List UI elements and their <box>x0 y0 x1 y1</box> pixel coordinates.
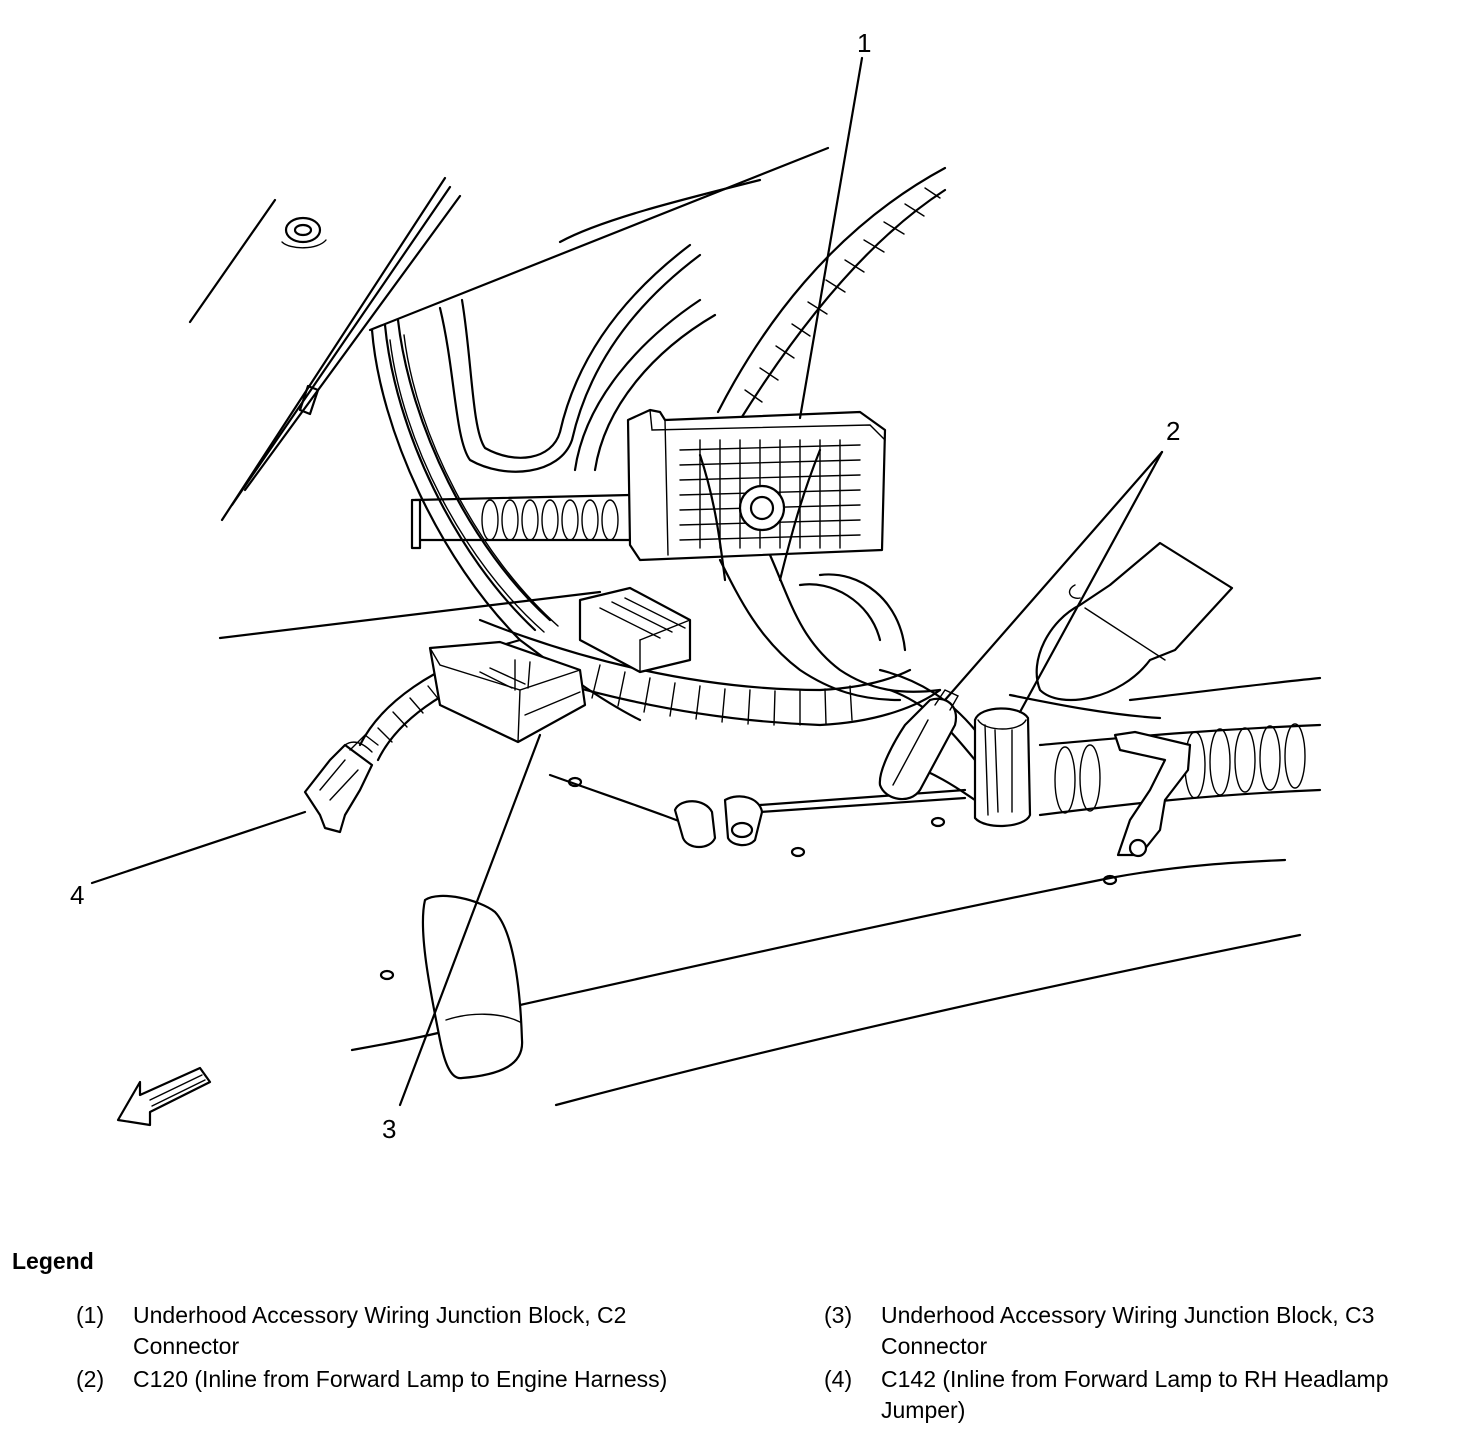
c142-connector <box>303 734 379 834</box>
c3-connector <box>428 586 692 744</box>
grommet-parts <box>673 795 764 849</box>
legend-item-text: C142 (Inline from Forward Lamp to RH Hea… <box>881 1366 1389 1423</box>
legend-item-number: (2) <box>76 1366 105 1392</box>
callout-1-label: 1 <box>857 28 871 58</box>
legend-item-text: Underhood Accessory Wiring Junction Bloc… <box>881 1302 1375 1359</box>
callout-2-label: 2 <box>1166 416 1180 446</box>
legend-item-2: (2) C120 (Inline from Forward Lamp to En… <box>76 1364 716 1395</box>
legend-item-text: Underhood Accessory Wiring Junction Bloc… <box>133 1302 627 1359</box>
mounting-holes <box>281 216 1118 981</box>
legend-column-left: (1) Underhood Accessory Wiring Junction … <box>76 1300 716 1397</box>
front-direction-arrow-icon <box>116 1066 212 1127</box>
callout-4-label: 4 <box>70 880 84 910</box>
legend-item-number: (1) <box>76 1302 105 1328</box>
c120-connector <box>878 689 1192 858</box>
legend-item-number: (3) <box>824 1302 853 1328</box>
callout-3-label: 3 <box>382 1114 396 1144</box>
legend-item-3: (3) Underhood Accessory Wiring Junction … <box>824 1300 1464 1362</box>
body-panel-lines <box>188 146 1322 1107</box>
wiring-diagram: 1 2 3 4 <box>70 28 1322 1144</box>
legend-item-text: C120 (Inline from Forward Lamp to Engine… <box>133 1366 668 1392</box>
legend-item-4: (4) C142 (Inline from Forward Lamp to RH… <box>824 1364 1464 1426</box>
legend-item-number: (4) <box>824 1366 853 1392</box>
legend-item-1: (1) Underhood Accessory Wiring Junction … <box>76 1300 716 1362</box>
legend-title: Legend <box>12 1248 94 1274</box>
c2-connector <box>626 408 887 582</box>
wiring-harness <box>358 166 1322 817</box>
legend-column-right: (3) Underhood Accessory Wiring Junction … <box>824 1300 1464 1428</box>
callout-leaders <box>90 56 1164 1107</box>
direction-arrow-shading <box>149 1074 206 1107</box>
